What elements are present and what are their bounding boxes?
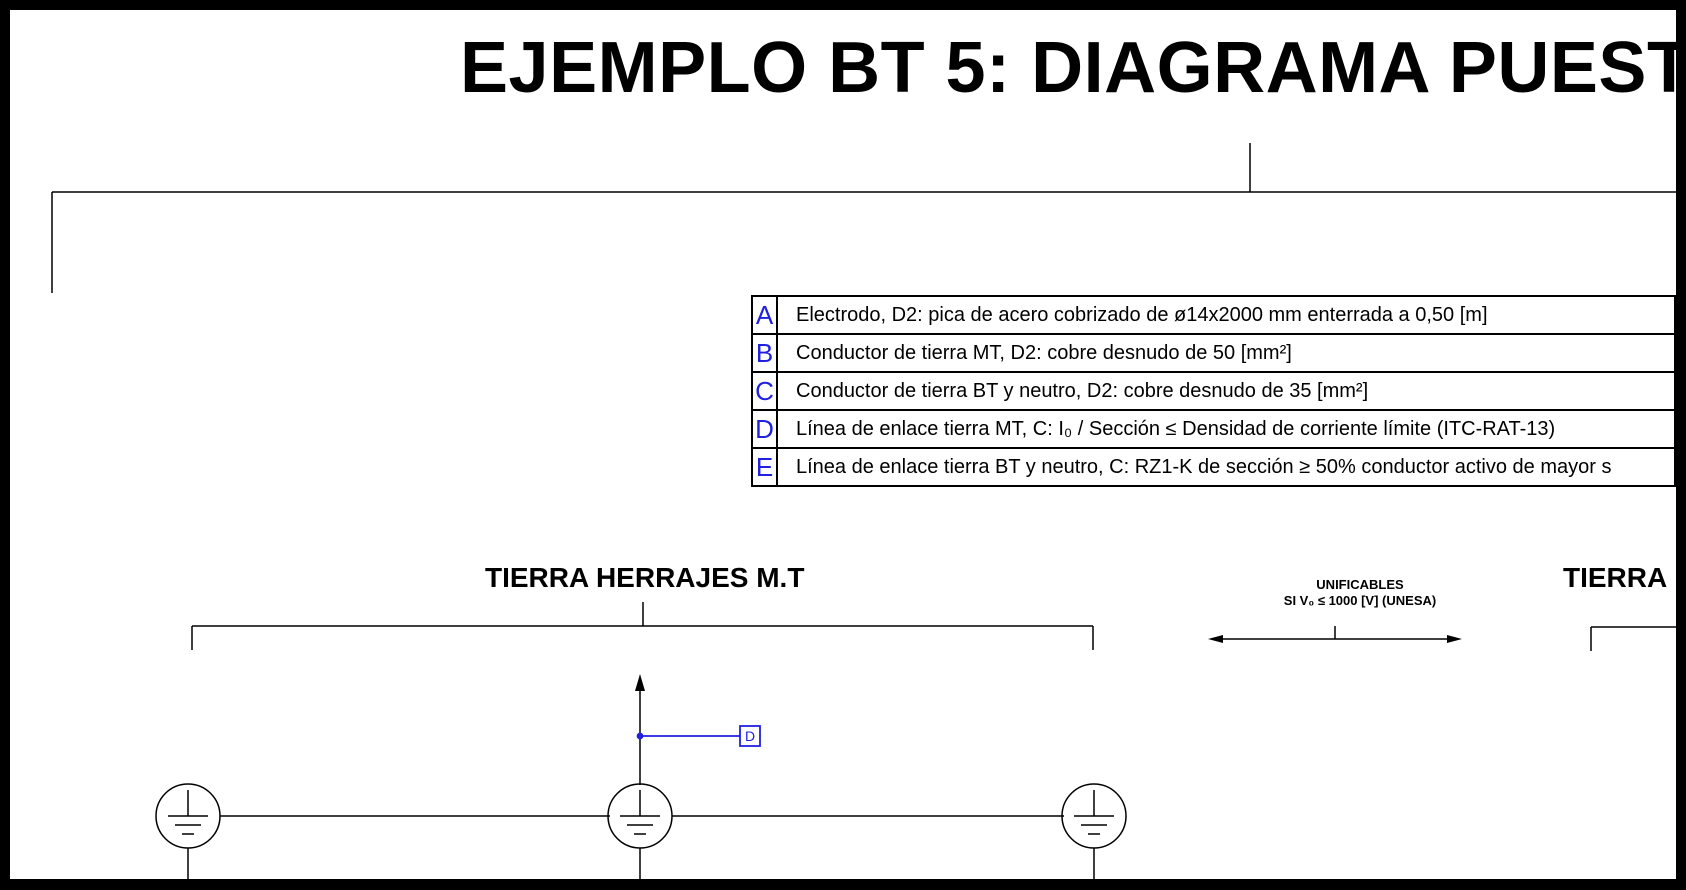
legend-letter: B: [751, 333, 778, 373]
ground-electrode-icon: [1061, 783, 1127, 879]
legend-text: Conductor de tierra BT y neutro, D2: cob…: [776, 371, 1676, 411]
drawing-sheet: EJEMPLO BT 5: DIAGRAMA PUESTA: [10, 10, 1676, 879]
unificables-arrow: [1208, 626, 1462, 643]
legend-letter: A: [751, 295, 778, 335]
legend-row: B Conductor de tierra MT, D2: cobre desn…: [751, 333, 1676, 373]
legend-text: Conductor de tierra MT, D2: cobre desnud…: [776, 333, 1676, 373]
legend-letter: E: [751, 447, 778, 487]
legend-row: E Línea de enlace tierra BT y neutro, C:…: [751, 447, 1676, 487]
diagram-lines: D: [51, 143, 1676, 879]
ground-electrode-icon: [155, 783, 221, 879]
unificables-line1: UNIFICABLES: [1316, 577, 1404, 592]
legend-text: Línea de enlace tierra BT y neutro, C: R…: [776, 447, 1676, 487]
bt-section-title: TIERRA: [1563, 562, 1668, 593]
legend-text: Electrodo, D2: pica de acero cobrizado d…: [776, 295, 1676, 335]
mt-bracket: [191, 602, 1094, 650]
top-bracket: [51, 143, 1676, 293]
legend-row: C Conductor de tierra BT y neutro, D2: c…: [751, 371, 1676, 411]
d-marker-label: D: [745, 728, 755, 744]
ground-electrode-icon: [607, 783, 673, 879]
d-link: [636, 725, 761, 747]
legend-row: D Línea de enlace tierra MT, C: I₀ / Sec…: [751, 409, 1676, 449]
legend-letter: C: [751, 371, 778, 411]
unificables-note: UNIFICABLES SI V₀ ≤ 1000 [V] (UNESA): [1210, 577, 1510, 609]
mt-section-title: TIERRA HERRAJES M.T: [485, 562, 805, 593]
legend-table: A Electrodo, D2: pica de acero cobrizado…: [751, 295, 1676, 487]
unificables-line2: SI V₀ ≤ 1000 [V] (UNESA): [1283, 593, 1437, 608]
legend-row: A Electrodo, D2: pica de acero cobrizado…: [751, 295, 1676, 335]
legend-letter: D: [751, 409, 778, 449]
bt-bracket: [1590, 626, 1676, 651]
legend-text: Línea de enlace tierra MT, C: I₀ / Secci…: [776, 409, 1676, 449]
up-arrow: [635, 674, 645, 785]
diagram-title: EJEMPLO BT 5: DIAGRAMA PUESTA: [460, 28, 1676, 108]
